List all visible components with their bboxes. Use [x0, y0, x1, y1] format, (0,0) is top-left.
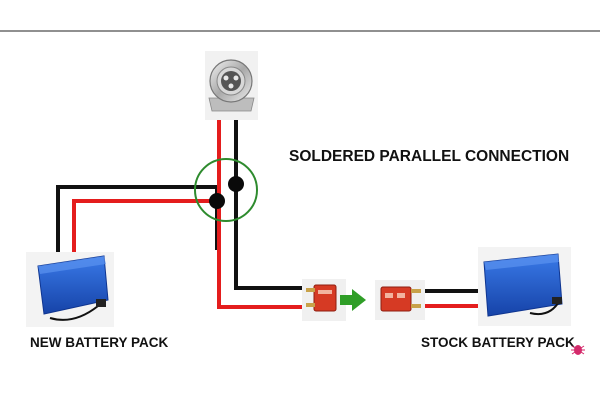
- callout-label: SOLDERED PARALLEL CONNECTION: [289, 148, 569, 165]
- wires: [56, 118, 490, 309]
- positive-main-wire: [217, 118, 306, 309]
- bug-logo-icon: [571, 345, 585, 355]
- stock-pack-label: STOCK BATTERY PACK: [421, 335, 575, 350]
- battery-pack-icon: [478, 247, 571, 326]
- round-3-pin-socket-icon: [205, 51, 258, 120]
- new-pack-positive-wire: [72, 199, 215, 255]
- t-plug-connector-icon: [302, 279, 346, 321]
- t-plug-connector-icon: [375, 280, 425, 320]
- new-pack-negative-wire: [56, 185, 219, 255]
- new-pack-label: NEW BATTERY PACK: [30, 335, 169, 350]
- solder-joint-icon: [209, 193, 225, 209]
- negative-main-wire: [234, 118, 306, 290]
- battery-pack-icon: [26, 252, 114, 327]
- solder-joint-icon: [228, 176, 244, 192]
- solder-highlight-circle: [194, 158, 258, 222]
- arrow-right-icon: [340, 289, 366, 311]
